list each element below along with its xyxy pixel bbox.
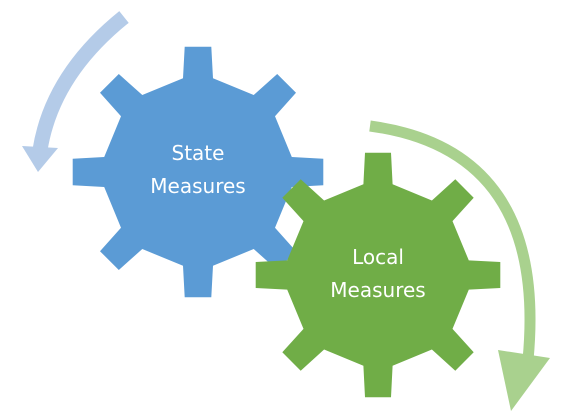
state-arrow-head (22, 146, 58, 172)
state-measures-gear: State Measures (72, 46, 324, 298)
local-arrow-shaft (369, 120, 536, 361)
state-gear-label-line2: Measures (150, 174, 245, 198)
state-arrow-shaft (32, 11, 129, 152)
state-cycle-arrow (22, 11, 129, 172)
local-gear-shape (255, 152, 501, 398)
state-gear-shape (72, 46, 324, 298)
local-cycle-arrow (369, 120, 550, 411)
local-gear-label-line2: Measures (330, 278, 425, 302)
state-gear-label-line1: State (172, 141, 225, 165)
local-gear-label-line1: Local (352, 245, 404, 269)
local-measures-gear: Local Measures (255, 152, 501, 398)
local-arrow-head (498, 350, 550, 411)
